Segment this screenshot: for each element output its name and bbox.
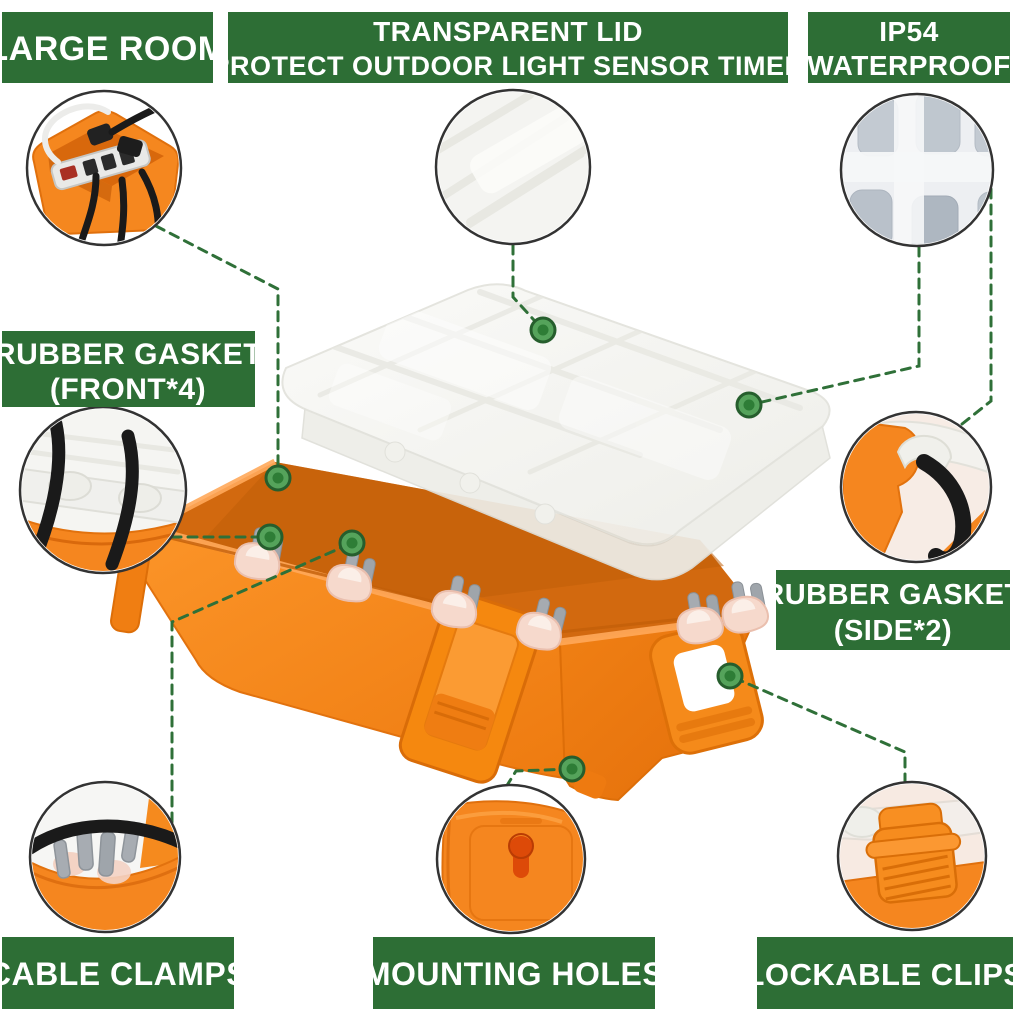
callout-circle-lockable-clips [836,780,988,932]
label-mounting-holes: MOUNTING HOLES [364,937,664,1009]
label-cable-clamps-text: CABLE CLAMPS [0,956,248,992]
label-cable-clamps: CABLE CLAMPS [0,937,248,1009]
gasket-clip [430,575,481,629]
front-latch [398,591,543,784]
lid-gasket-tab [384,441,406,463]
label-gasket-front-line2: (FRONT*4) [50,373,206,406]
leader-mounting-holes [504,767,574,789]
callout-circle-transparent-lid [434,88,592,246]
feature-dot-ip54 [735,391,763,419]
label-ip54-line2: WATERPROOF [807,50,1011,81]
lid-gasket-tab [534,503,556,525]
callout-circle-ip54 [839,92,995,248]
leader-transparent-lid [511,243,545,332]
leader-lines [154,187,993,824]
feature-dots [256,316,763,783]
callout-circle-cable-clamps [28,780,182,934]
feature-dot-lockable-clips [716,662,744,690]
gasket-clip [676,592,724,645]
lid-molding-ridges [317,285,803,481]
label-transparent-lid-line2: PROTECT OUTDOOR LIGHT SENSOR TIMER [211,51,804,81]
storage-box-illustration [110,283,831,802]
callout-circle-mounting-holes [435,783,587,935]
callout-circle-large-room [25,89,183,247]
feature-dot-transparent-lid [529,316,557,344]
label-gasket-side-line1: RUBBER GASKET [763,579,1022,611]
leader-large-room [154,224,280,480]
label-transparent-lid: TRANSPARENT LID PROTECT OUTDOOR LIGHT SE… [211,12,804,83]
label-large-room-text: LARGE ROOM [0,30,227,68]
lid-gasket-tab [459,472,481,494]
leader-cable-clamps [170,541,354,824]
feature-dot-large-room [264,464,292,492]
label-gasket-side-line2: (SIDE*2) [834,615,952,647]
gasket-clip [721,581,770,634]
feature-dot-gasket-front [256,523,284,551]
box-interior-shadow [196,462,724,604]
label-large-room: LARGE ROOM [0,12,227,83]
feature-dot-cable-clamps [338,529,366,557]
label-lockable-clips-text: LOCKABLE CLIPS [745,957,1024,992]
right-handle [649,620,764,755]
label-ip54: IP54 WATERPROOF [807,12,1011,83]
label-ip54-line1: IP54 [879,16,939,47]
label-transparent-lid-line1: TRANSPARENT LID [373,16,643,47]
transparent-lid [281,283,831,581]
gasket-clip [325,549,376,603]
label-lockable-clips: LOCKABLE CLIPS [745,937,1024,1009]
label-rubber-gasket-front: RUBBER GASKET (FRONT*4) [0,331,262,407]
feature-dot-mounting-holes [558,755,586,783]
callout-circle-gasket-side [839,410,993,564]
label-mounting-holes-text: MOUNTING HOLES [364,956,664,992]
label-rubber-gasket-side: RUBBER GASKET (SIDE*2) [763,570,1022,650]
label-gasket-front-line1: RUBBER GASKET [0,338,262,371]
gasket-clip [515,597,567,651]
lid-front-edge [301,406,831,581]
leader-gasket-side [955,187,993,430]
leader-lockable-clips [728,674,907,785]
leader-ip54 [747,245,921,407]
